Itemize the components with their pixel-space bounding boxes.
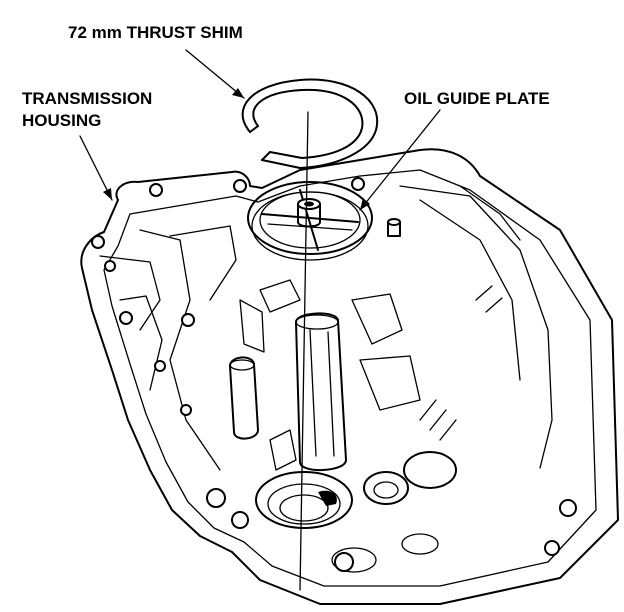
installation-axis-line (299, 111, 309, 591)
oil-guide-plate (247, 181, 373, 261)
label-transmission-housing-line2: HOUSING (22, 111, 101, 130)
transmission-housing (80, 148, 619, 605)
callout-leaders (79, 49, 441, 211)
thrust-shim (241, 78, 379, 169)
bearing-bore (255, 471, 353, 529)
label-transmission-housing-line1: TRANSMISSION (22, 89, 152, 108)
shaft-column (295, 312, 347, 472)
flange-bolt-holes (91, 177, 577, 572)
label-thrust-shim: 72 mm THRUST SHIM (68, 23, 243, 42)
label-oil-guide-plate: OIL GUIDE PLATE (404, 89, 550, 108)
housing-flange-outline (80, 148, 619, 605)
housing-inner-edge (103, 169, 597, 587)
